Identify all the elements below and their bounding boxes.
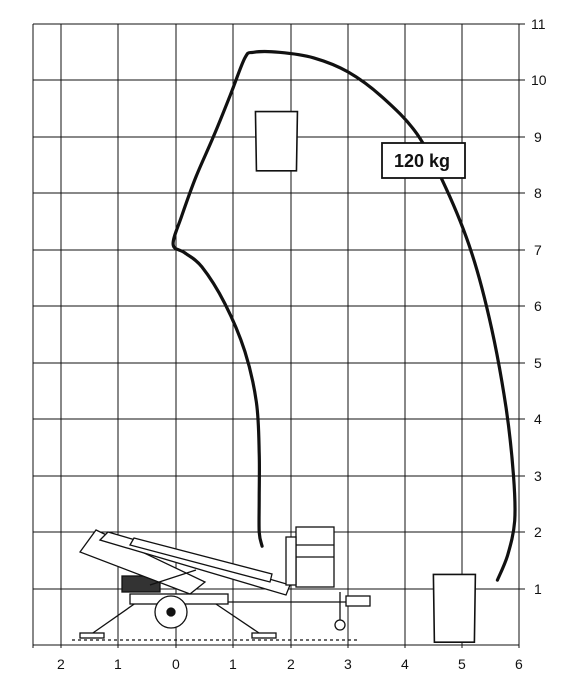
jib-boom bbox=[129, 537, 273, 583]
y-tick-label: 4 bbox=[534, 411, 542, 427]
y-tick-labels: 11 10 9 8 7 6 5 4 3 2 1 bbox=[531, 16, 547, 597]
y-tick-label: 8 bbox=[534, 185, 542, 201]
baskets bbox=[254, 110, 477, 643]
wheel-hub bbox=[166, 607, 176, 617]
y-tick-label: 7 bbox=[534, 242, 542, 258]
basket-top bbox=[254, 110, 299, 172]
outrigger-right bbox=[209, 599, 263, 636]
y-tick-label: 1 bbox=[534, 581, 542, 597]
grid bbox=[32, 23, 525, 648]
x-tick-label: 6 bbox=[515, 656, 523, 672]
y-tick-label: 10 bbox=[531, 72, 547, 88]
hitch bbox=[345, 595, 371, 607]
basket-right bbox=[432, 573, 477, 643]
x-tick-label: 2 bbox=[287, 656, 295, 672]
y-tick-label: 9 bbox=[534, 129, 542, 145]
load-label-box: 120 kg bbox=[381, 142, 466, 179]
outrigger-pad-left bbox=[79, 632, 105, 639]
outrigger-pad-right bbox=[251, 632, 277, 639]
x-tick-label: 3 bbox=[344, 656, 352, 672]
outrigger-left bbox=[89, 599, 141, 636]
lower-boom bbox=[78, 529, 207, 595]
turret bbox=[121, 575, 161, 593]
y-tick-label: 5 bbox=[534, 355, 542, 371]
boom-cylinder bbox=[149, 569, 197, 586]
load-label: 120 kg bbox=[394, 151, 450, 171]
x-tick-label: 0 bbox=[172, 656, 180, 672]
y-tick-label: 6 bbox=[534, 298, 542, 314]
x-tick-label: 5 bbox=[458, 656, 466, 672]
x-tick-labels: 2 1 0 1 2 3 4 5 6 bbox=[57, 656, 523, 672]
jockey-wheel bbox=[334, 619, 346, 631]
working-envelope-curve bbox=[171, 49, 517, 582]
y-tick-label: 2 bbox=[534, 524, 542, 540]
y-tick-label: 3 bbox=[534, 468, 542, 484]
x-tick-label: 1 bbox=[114, 656, 122, 672]
x-tick-label: 1 bbox=[229, 656, 237, 672]
x-tick-label: 2 bbox=[57, 656, 65, 672]
trailer-boom-lift-illustration bbox=[72, 526, 371, 641]
load-label-frame bbox=[381, 142, 466, 179]
y-tick-label: 11 bbox=[531, 16, 546, 32]
platform-bracket bbox=[285, 536, 297, 586]
x-tick-label: 4 bbox=[401, 656, 409, 672]
